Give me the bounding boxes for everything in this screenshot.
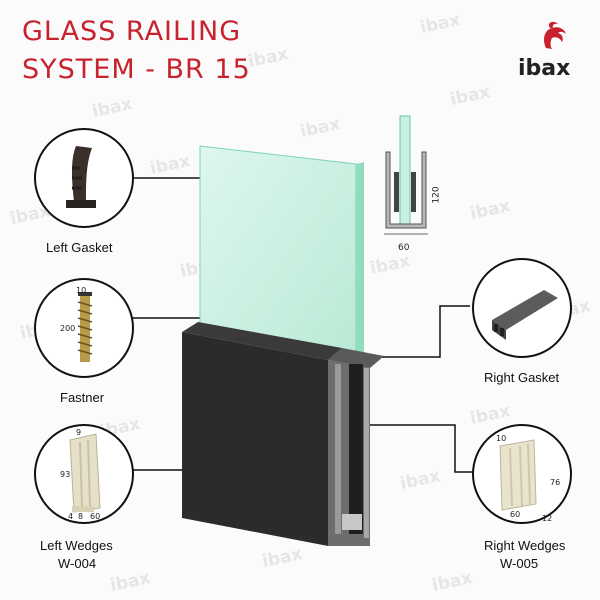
left-gasket-circle bbox=[34, 128, 134, 228]
fastner-dim-top: 10 bbox=[76, 286, 87, 295]
right-wedges-circle bbox=[472, 424, 572, 524]
aluminium-profile bbox=[182, 322, 384, 546]
left-wedges-label: Left Wedges bbox=[40, 538, 113, 553]
ibex-logo-icon bbox=[544, 21, 566, 49]
right-wedges-label: Right Wedges bbox=[484, 538, 566, 553]
left-wedges-dim-side: 93 bbox=[60, 470, 71, 479]
right-wedges-code: W-005 bbox=[500, 556, 539, 571]
right-wedges-dim-b2: 12 bbox=[542, 514, 553, 523]
right-wedges-icon bbox=[499, 439, 537, 511]
left-wedges-dim-b2: 8 bbox=[78, 512, 84, 521]
left-gasket-label: Left Gasket bbox=[46, 240, 113, 255]
title-line-1: GLASS RAILING bbox=[22, 16, 242, 47]
cross-section-drawing bbox=[384, 115, 428, 235]
fastner-circle bbox=[34, 278, 134, 378]
right-gasket-circle bbox=[472, 258, 572, 358]
glass-panel bbox=[199, 145, 364, 370]
left-wedges-icon bbox=[69, 433, 101, 513]
left-wedges-dim-b3: 60 bbox=[90, 512, 101, 521]
left-gasket-icon bbox=[66, 146, 96, 208]
right-gasket-label: Right Gasket bbox=[484, 370, 560, 385]
right-wedges-dim-side: 76 bbox=[550, 478, 561, 487]
left-wedges-dim-top: 9 bbox=[76, 428, 82, 437]
left-wedges-code: W-004 bbox=[58, 556, 97, 571]
right-gasket-icon bbox=[492, 290, 558, 340]
title-line-2: SYSTEM - BR 15 bbox=[22, 54, 251, 85]
right-wedges-dim-b1: 60 bbox=[510, 510, 521, 519]
height-dimension: 120 bbox=[431, 186, 442, 204]
right-wedges-dim-top: 10 bbox=[496, 434, 507, 443]
fastner-label: Fastner bbox=[60, 390, 105, 405]
fastner-icon bbox=[77, 292, 93, 362]
logo-text: ibax bbox=[518, 56, 571, 81]
width-dimension: 60 bbox=[398, 243, 410, 253]
fastner-dim-side: 200 bbox=[60, 324, 76, 333]
left-wedges-dim-b1: 4 bbox=[68, 512, 74, 521]
left-wedges-circle bbox=[34, 424, 134, 524]
